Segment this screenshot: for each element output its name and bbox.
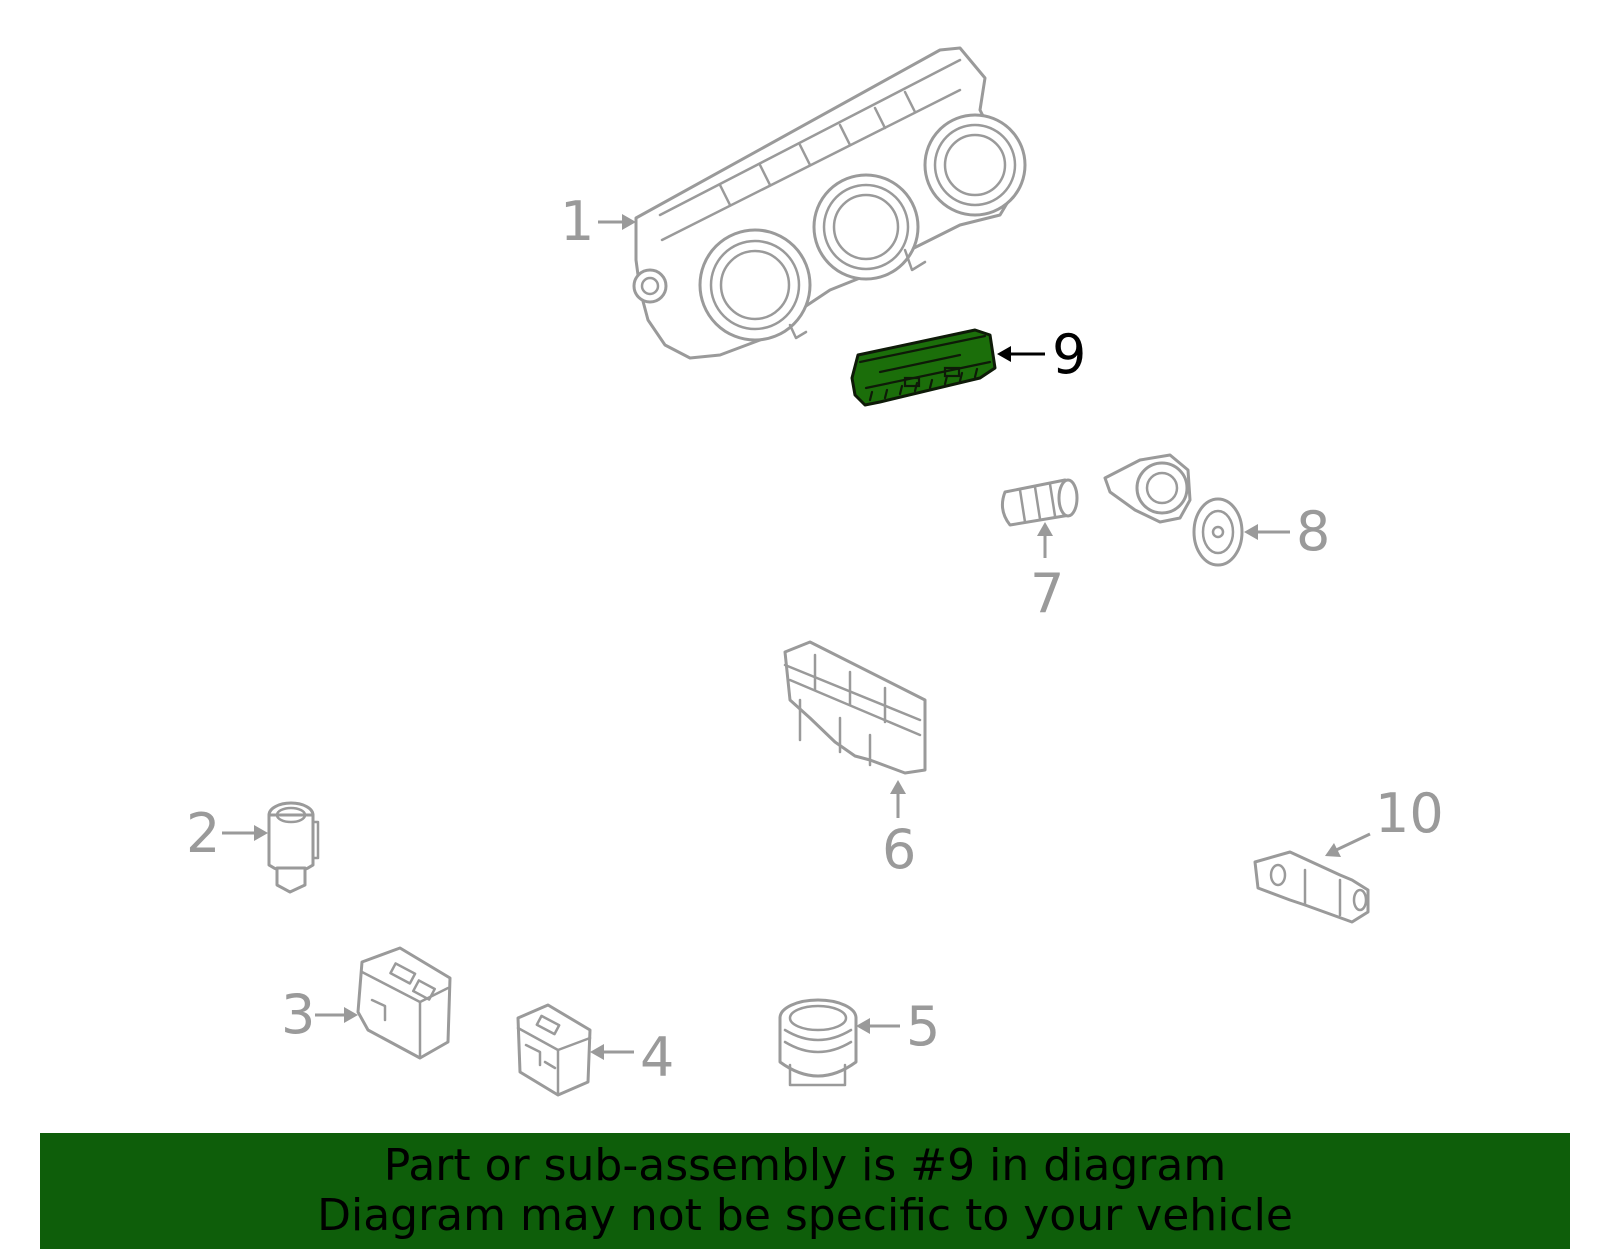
svg-text:10: 10 <box>1375 782 1444 845</box>
part-7-bulb-socket <box>1000 478 1079 527</box>
part-2-round-switch <box>267 801 320 894</box>
callout-8: 8 <box>1244 500 1330 563</box>
callout-4: 4 <box>590 1026 674 1089</box>
svg-text:9: 9 <box>1052 323 1086 386</box>
part-1-climate-control-panel <box>632 46 1027 360</box>
svg-text:4: 4 <box>640 1026 674 1089</box>
part-4-small-switch <box>516 1003 592 1097</box>
banner-line-1: Part or sub-assembly is #9 in diagram <box>383 1140 1227 1191</box>
part-5-rotary-knob <box>778 998 858 1087</box>
callout-6: 6 <box>882 780 916 881</box>
svg-text:3: 3 <box>281 983 315 1046</box>
svg-text:8: 8 <box>1296 500 1330 563</box>
part-6-switch-block <box>783 640 927 775</box>
svg-text:7: 7 <box>1030 562 1064 625</box>
svg-text:1: 1 <box>560 190 594 253</box>
part-9-highlighted-switch <box>850 328 997 407</box>
part-8-power-socket <box>1103 453 1244 567</box>
callout-5: 5 <box>856 995 940 1058</box>
info-banner: Part or sub-assembly is #9 in diagram Di… <box>40 1133 1570 1249</box>
callout-3: 3 <box>281 983 358 1046</box>
callout-7: 7 <box>1030 522 1064 625</box>
banner-line-2: Diagram may not be specific to your vehi… <box>317 1190 1293 1241</box>
callout-1: 1 <box>560 190 636 253</box>
svg-text:6: 6 <box>882 818 916 881</box>
callout-9: 9 <box>997 323 1086 386</box>
part-10-sensor <box>1253 850 1370 924</box>
callout-10: 10 <box>1325 782 1444 857</box>
part-3-switch-housing <box>356 946 452 1060</box>
svg-text:2: 2 <box>186 802 220 865</box>
svg-text:5: 5 <box>906 995 940 1058</box>
callout-2: 2 <box>186 802 268 865</box>
